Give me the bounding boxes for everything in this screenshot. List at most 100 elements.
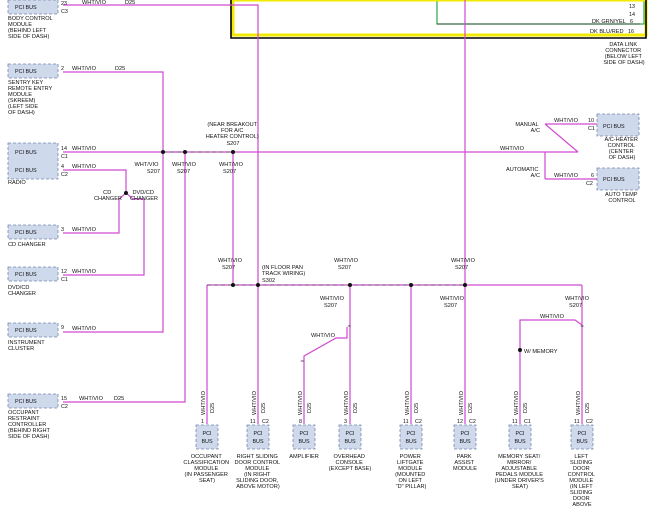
amplifier-chevron: ≈ [300,359,303,365]
rsd-connector [246,424,270,450]
cluster-connector [7,322,59,338]
wire-label-drop-a: WHT/VIO S207 [135,162,161,175]
occupant-restraint-label: OCCUPANT RESTRAINT CONTROLLER (BEHIND RI… [8,410,51,440]
radio-bus-label-1: PCI BUS [15,150,37,156]
wire-label-drop-c: WHT/VIO S207 [219,162,245,175]
ovh-bus-2: BUS [344,439,355,445]
dlc-label: DATA LINK CONNECTOR (BELOW LEFT SIDE OF … [603,42,644,66]
pam-connector [453,424,477,450]
junction-dot-a [183,150,187,154]
plg-connector-id: C2 [415,419,422,425]
plg-pin: 11 [403,419,409,425]
wire-label-overhead-drop: WHT/VIO S207 [320,296,346,309]
vlabel-ovh-color: WHT/VIO [344,390,350,415]
occupant-restraint-bus-label: PCI BUS [15,399,37,405]
ac-heater-pin: 10 [588,118,594,124]
rsd-label: RIGHT SLIDING DOOR CONTROL MODULE (IN RI… [234,454,281,490]
wire-label-auto-ac: WHT/VIO [554,173,579,179]
amp-label: AMPLIFIER [289,454,319,460]
ovh-label: OVERHEAD CONSOLE (EXCEPT BASE) [329,454,372,472]
ac-heater-connector-id: C1 [588,126,595,132]
dlc-black-frame [230,0,647,39]
occ-bus-2: BUS [201,439,212,445]
dvd-changer-pin: 12 [61,269,67,275]
wire-label-s302-left: WHT/VIO S207 [218,258,244,271]
auto-temp-bus-label: PCI BUS [603,177,625,183]
wire-label-s302-right: WHT/VIO S207 [451,258,477,271]
vlabel-lsd-circuit: D25 [585,403,591,413]
left-connectors: PCI BUS 23 C3 PCI BUS 2 PCI BUS PCI BUS … [7,0,68,410]
wire-label-drop-b: WHT/VIO S207 [172,162,198,175]
vlabel-amp-color: WHT/VIO [298,390,304,415]
ac-section: WHT/VIO MANUAL A/C AUTOMATIC A/C WHT/VIO… [500,113,640,204]
junction-dot-e [348,283,352,287]
wire-label-s302-mid: WHT/VIO S207 [334,258,360,271]
wire-label-ac-bus: WHT/VIO [500,146,525,152]
radio-pin-4: 4 [61,164,64,170]
wire-label-body-color: WHT/VIO [82,0,107,6]
rsd-bus-2: BUS [252,439,263,445]
splice-s207 [231,150,235,154]
plg-bus-2: BUS [405,439,416,445]
vlabel-pam-color: WHT/VIO [459,390,465,415]
wire-amplifier [303,327,348,424]
junction-dot-b [161,150,165,154]
rsd-pin: 11 [250,419,256,425]
skreem-connector [7,63,59,79]
dlc-row-13: 13 [629,4,635,10]
radio-connector-c2: C2 [61,172,68,178]
cluster-pin: 9 [61,325,64,331]
wire-body-control [63,4,259,285]
vlabel-lsd-color: WHT/VIO [576,390,582,415]
radio-pin-14: 14 [61,146,67,152]
junction-dots [124,150,522,352]
vlabel-amp-circuit: D25 [307,403,313,413]
occ-pin: 1 [201,419,204,425]
wire-label-body-circuit: D25 [125,0,135,6]
lsd-pin: 11 [574,419,580,425]
data-link-connector-region: 13 14 DK GRN/YEL 6 DK BLU/RED 16 DATA LI… [230,0,648,66]
mem-bus-2: BUS [514,439,525,445]
wire-label-cd: WHT/VIO [72,227,97,233]
body-control-connector [7,0,59,15]
body-control-connector-id: C3 [61,9,68,15]
ovh-pin: 3 [344,419,347,425]
pam-label: PARK ASSIST MODULE [453,454,477,472]
wire-label-radio14: WHT/VIO [72,146,97,152]
occupant-restraint-connector [7,393,59,409]
wire-s207-drop-a [63,152,186,403]
junction-dot-h [518,348,522,352]
mem-label: MEMORY SEAT/ MIRROR/ ADJUSTABLE PEDALS M… [495,454,546,490]
dlc-row-14: 14 [629,12,635,18]
cd-changer-label: CD CHANGER [8,242,46,248]
wire-memory-seat [519,285,583,424]
left-wire-labels: WHT/VIO D25 WHT/VIO D25 WHT/VIO WHT/VIO … [72,0,245,402]
cd-changer-note: CD CHANGER [94,190,122,202]
s302-section: (IN FLOOR PAN TRACK WIRING) S302 WHT/VIO… [218,258,590,365]
memory-note: W/ MEMORY [524,349,558,355]
dvd-changer-label: DVD/CD CHANGER [8,285,36,297]
pam-bus-2: BUS [459,439,470,445]
ac-heater-label: A/C-HEATER CONTROL (CENTER OF DASH) [604,137,639,161]
amp-bus-2: BUS [298,439,309,445]
plg-bus-1: PCI [407,431,416,437]
body-control-bus-label: PCI BUS [15,5,37,11]
wire-cd-changer [63,192,145,276]
auto-temp-pin: 6 [591,173,594,179]
lsd-bus-2: BUS [576,439,587,445]
junction-dot-g [463,283,467,287]
skreem-pin: 2 [61,66,64,72]
pam-pin: 12 [457,419,463,425]
ac-heater-connector [596,113,640,137]
body-control-label: BODY CONTROL MODULE (BEHIND LEFT SIDE OF… [8,16,54,40]
occupant-restraint-pin: 15 [61,396,67,402]
radio-connector [7,142,59,180]
radio-label: RADIO [8,180,26,186]
junction-dot-f [409,283,413,287]
wire-radio-4 [63,169,127,193]
wire-label-restraint-color: WHT/VIO [79,396,104,402]
vlabel-occ-color: WHT/VIO [201,390,207,415]
occ-label: OCCUPANT CLASSIFICATION MODULE (IN PASSE… [183,454,230,484]
amp-pin: 8 [299,419,302,425]
